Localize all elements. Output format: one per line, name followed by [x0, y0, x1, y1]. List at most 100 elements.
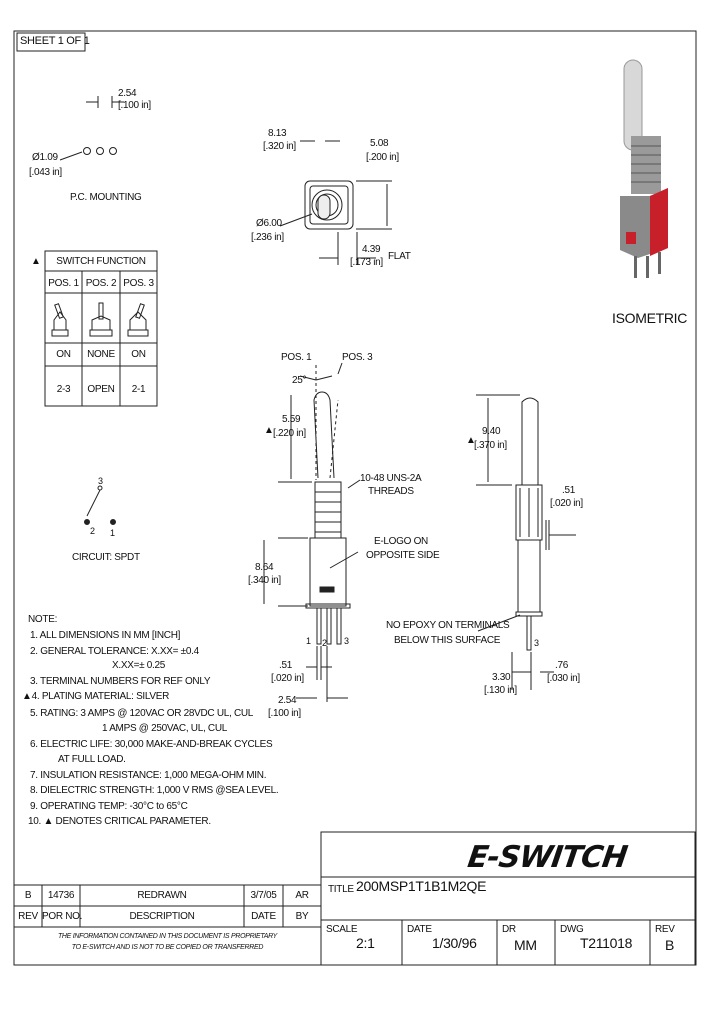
front-pos3: POS. 3 — [342, 352, 373, 363]
side-w-in: [.030 in] — [547, 673, 580, 684]
title-block-lines — [13, 831, 696, 966]
note-8: 8. DIELECTRIC STRENGTH: 1,000 V RMS @SEA… — [30, 785, 279, 796]
front-marker-icon: ▲ — [264, 425, 274, 436]
front-term-w: .51 — [279, 660, 293, 671]
por-value: 14736 — [47, 890, 75, 901]
eswitch-logo: E-SWITCH — [465, 840, 629, 875]
scale-label: SCALE — [326, 924, 358, 935]
side-thick: .51 — [562, 485, 576, 496]
circuit-term-1: 1 — [110, 528, 115, 538]
top-bush-dia-in: [.236 in] — [251, 232, 284, 243]
circuit-figure — [84, 485, 116, 525]
note-2b: X.XX=± 0.25 — [112, 660, 166, 671]
front-body-h: 8.64 — [255, 562, 274, 573]
rev-value: B — [24, 890, 32, 901]
pc-spacing-in: [.100 in] — [118, 100, 151, 111]
top-flat: 4.39 — [362, 244, 381, 255]
date-value: 3/7/05 — [250, 890, 277, 901]
front-logo-1: E-LOGO ON — [374, 536, 428, 547]
front-lever-h-in: [.220 in] — [273, 428, 306, 439]
pc-hole-dia-in: [.043 in] — [29, 167, 62, 178]
side-view-figure — [476, 394, 576, 690]
circuit-label: CIRCUIT: SPDT — [72, 552, 140, 563]
front-threads-2: THREADS — [368, 486, 414, 497]
side-w: .76 — [555, 660, 569, 671]
note-5b: 1 AMPS @ 250VAC, UL, CUL — [102, 723, 228, 734]
desc-header: DESCRIPTION — [129, 911, 195, 922]
sf-header-3: POS. 3 — [123, 278, 154, 289]
front-pitch-in: [.100 in] — [268, 708, 301, 719]
rev-header: REV — [18, 911, 38, 922]
top-view-figure — [279, 140, 392, 265]
side-len: 3.30 — [492, 672, 511, 683]
note-6b: AT FULL LOAD. — [58, 754, 126, 765]
note-9: 9. OPERATING TEMP: -30°C to 65°C — [30, 801, 188, 812]
sf-function-3: ON — [131, 349, 146, 360]
front-pos1: POS. 1 — [281, 352, 312, 363]
sf-header-1: POS. 1 — [48, 278, 79, 289]
side-marker-icon: ▲ — [466, 435, 476, 446]
rev-block-label: REV — [655, 924, 675, 935]
isometric-figure — [620, 59, 668, 278]
por-header: POR NO. — [42, 911, 83, 922]
title-label: TITLE — [328, 884, 354, 895]
note-7: 7. INSULATION RESISTANCE: 1,000 MEGA-OHM… — [30, 770, 267, 781]
circuit-term-2: 2 — [90, 526, 95, 536]
desc-value: REDRAWN — [137, 890, 187, 901]
front-term-w-in: [.020 in] — [271, 673, 304, 684]
drawing-title: 200MSP1T1B1M2QE — [356, 878, 487, 894]
pc-mounting-figure — [59, 96, 124, 161]
by-header: BY — [295, 911, 309, 922]
sf-header-2: POS. 2 — [85, 278, 117, 289]
front-pitch: 2.54 — [278, 695, 297, 706]
front-logo-2: OPPOSITE SIDE — [366, 550, 440, 561]
note-10: 10. ▲ DENOTES CRITICAL PARAMETER. — [28, 816, 211, 827]
dwg-label: DWG — [560, 924, 584, 935]
top-w2-in: [.200 in] — [366, 152, 399, 163]
side-thick-in: [.020 in] — [550, 498, 583, 509]
side-lever-h-in: [.370 in] — [474, 440, 507, 451]
note-3: 3. TERMINAL NUMBERS FOR REF ONLY — [30, 676, 211, 687]
side-lever-h: 9.40 — [482, 426, 501, 437]
isometric-label: ISOMETRIC — [612, 310, 688, 326]
sheet-label: SHEET 1 OF 1 — [20, 35, 90, 47]
front-t1: 1 — [306, 636, 311, 646]
dr-label: DR — [502, 924, 516, 935]
side-epoxy-1: NO EPOXY ON TERMINALS — [386, 620, 510, 631]
front-t2: 2 — [322, 638, 327, 648]
date-block-value: 1/30/96 — [432, 935, 477, 951]
top-w1: 8.13 — [268, 128, 287, 139]
disclaimer-2: TO E-SWITCH AND IS NOT TO BE COPIED OR T… — [71, 944, 264, 951]
side-epoxy-2: BELOW THIS SURFACE — [394, 635, 501, 646]
circuit-term-3: 3 — [98, 476, 103, 486]
top-w1-in: [.320 in] — [263, 141, 296, 152]
front-angle: 25° — [292, 375, 307, 386]
note-2: 2. GENERAL TOLERANCE: X.XX= ±0.4 — [30, 646, 199, 657]
sf-function-1: ON — [56, 349, 71, 360]
side-term: 3 — [534, 638, 539, 648]
sf-terminal-3: 2-1 — [131, 384, 146, 395]
note-5: 5. RATING: 3 AMPS @ 120VAC OR 28VDC UL, … — [30, 708, 254, 719]
rev-block-value: B — [665, 937, 675, 953]
top-flat-in: [.173 in] — [350, 257, 383, 268]
date-block-label: DATE — [407, 924, 432, 935]
pc-mounting-label: P.C. MOUNTING — [70, 192, 142, 203]
side-len-in: [.130 in] — [484, 685, 517, 696]
note-1: 1. ALL DIMENSIONS IN MM [INCH] — [30, 630, 181, 641]
critical-marker-icon: ▲ — [31, 256, 41, 267]
front-view-figure — [263, 362, 361, 702]
disclaimer-1: THE INFORMATION CONTAINED IN THIS DOCUME… — [57, 933, 278, 940]
date-header: DATE — [251, 911, 276, 922]
sf-terminal-2: OPEN — [87, 384, 115, 395]
front-lever-h: 5.59 — [282, 414, 301, 425]
scale-value: 2:1 — [356, 935, 375, 951]
top-bush-dia: Ø6.00 — [256, 218, 282, 229]
switch-function-table-lines — [44, 250, 158, 407]
sf-function-2: NONE — [87, 349, 115, 360]
by-value: AR — [295, 890, 309, 901]
front-t3: 3 — [344, 636, 349, 646]
sheet-box — [16, 32, 86, 52]
note-heading: NOTE: — [28, 614, 58, 625]
sf-terminal-1: 2-3 — [56, 384, 71, 395]
